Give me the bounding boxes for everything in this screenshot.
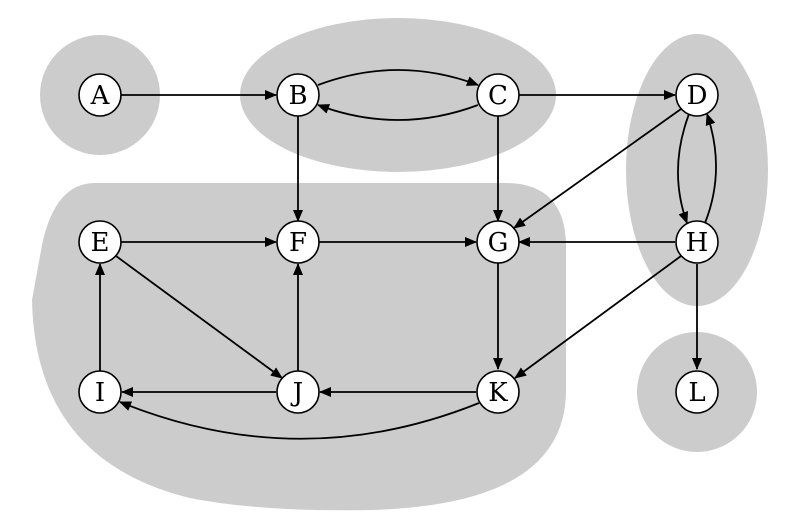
component-region-efgijk bbox=[32, 183, 566, 511]
edge-e-to-j bbox=[115, 255, 283, 379]
node-a: A bbox=[78, 73, 122, 117]
node-i-circle bbox=[78, 370, 122, 414]
node-c: C bbox=[476, 73, 520, 117]
node-d-circle bbox=[675, 73, 719, 117]
node-b-label: B bbox=[288, 81, 307, 111]
node-b-circle bbox=[276, 73, 320, 117]
edge-h-to-k bbox=[514, 255, 682, 379]
node-l-circle bbox=[675, 370, 719, 414]
node-h: H bbox=[675, 220, 719, 264]
node-j: J bbox=[276, 370, 320, 414]
node-a-circle bbox=[78, 73, 122, 117]
edge-d-to-g bbox=[513, 108, 682, 229]
node-k: K bbox=[476, 370, 520, 414]
node-i: I bbox=[78, 370, 122, 414]
node-k-label: K bbox=[488, 378, 508, 408]
edge-k-to-i bbox=[119, 401, 480, 440]
node-j-label: J bbox=[290, 378, 303, 408]
edge-c-to-b bbox=[317, 104, 479, 121]
node-f: F bbox=[276, 220, 320, 264]
node-d: D bbox=[675, 73, 719, 117]
node-b: B bbox=[276, 73, 320, 117]
node-l: L bbox=[675, 370, 719, 414]
edges bbox=[95, 69, 717, 440]
edge-b-to-c bbox=[317, 69, 479, 86]
node-c-label: C bbox=[488, 81, 508, 111]
node-g-circle bbox=[476, 220, 520, 264]
node-e: E bbox=[78, 220, 122, 264]
node-e-label: E bbox=[91, 228, 110, 258]
node-f-circle bbox=[276, 220, 320, 264]
edge-d-to-h bbox=[677, 113, 690, 224]
node-i-label: I bbox=[95, 378, 105, 408]
node-g: G bbox=[476, 220, 520, 264]
component-region-dh bbox=[626, 34, 768, 306]
node-d-label: D bbox=[687, 81, 708, 111]
node-f-label: F bbox=[289, 228, 307, 258]
node-l-label: L bbox=[688, 378, 705, 408]
edge-h-to-d bbox=[704, 113, 717, 224]
node-g-label: G bbox=[488, 228, 509, 258]
component-regions bbox=[32, 18, 768, 511]
node-k-circle bbox=[476, 370, 520, 414]
node-a-label: A bbox=[90, 81, 111, 111]
node-c-circle bbox=[476, 73, 520, 117]
node-h-label: H bbox=[686, 228, 709, 258]
nodes: A B C D E F G H bbox=[78, 73, 719, 414]
component-region-bc bbox=[240, 18, 556, 172]
node-h-circle bbox=[675, 220, 719, 264]
node-j-circle bbox=[276, 370, 320, 414]
node-e-circle bbox=[78, 220, 122, 264]
